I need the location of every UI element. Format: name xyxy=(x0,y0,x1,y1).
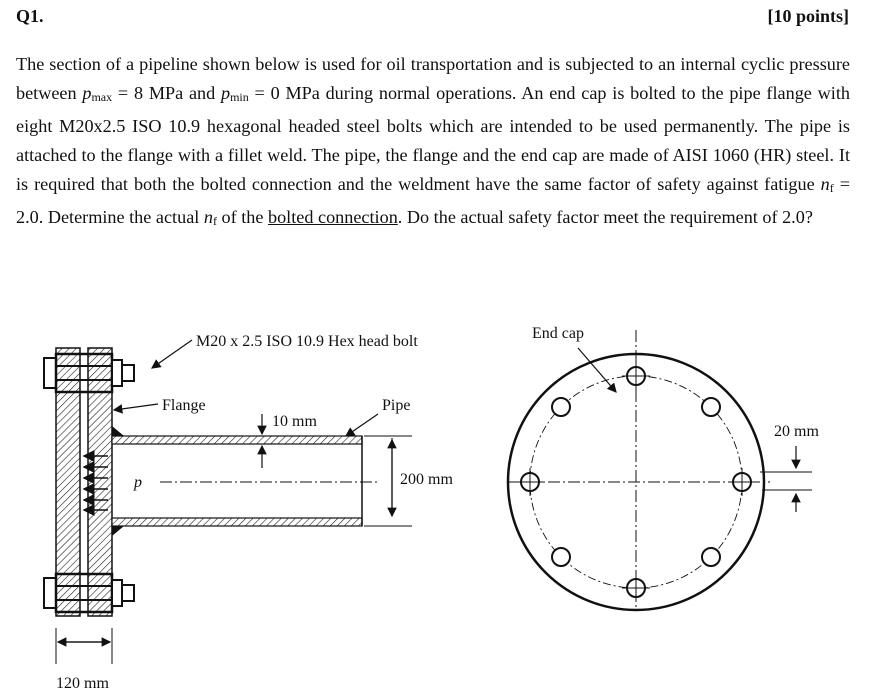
question-number: Q1. xyxy=(16,6,44,26)
pressure-arrows xyxy=(82,450,108,516)
section-view: p M20 x 2.5 ISO 10.9 Hex head bolt Flang… xyxy=(43,333,453,692)
fillet-weld-top xyxy=(112,426,124,436)
nf-subscript: f xyxy=(212,214,217,228)
bolt-hole xyxy=(551,397,571,417)
nf-symbol: n xyxy=(820,174,830,194)
pipe-bottom-wall xyxy=(111,517,363,527)
wall-thickness-label: 10 mm xyxy=(272,413,317,430)
edge-distance-label: 20 mm xyxy=(774,423,819,440)
pmax-subscript: max xyxy=(91,90,113,104)
pipe-top-wall xyxy=(111,435,363,445)
diameter-label: 200 mm xyxy=(400,471,453,488)
fillet-weld-bottom xyxy=(112,526,124,536)
flange-label: Flange xyxy=(162,397,206,414)
flange-plate xyxy=(87,347,113,617)
bolt-bottom xyxy=(43,572,135,614)
problem-text: = 2.0. Determine the actual xyxy=(16,174,850,227)
bolt-hole xyxy=(701,397,721,417)
underlined-phrase: bolted connection xyxy=(267,207,398,227)
pmin-symbol: p xyxy=(221,83,231,103)
pressure-label: p xyxy=(133,474,142,491)
pipe-leader xyxy=(345,413,379,437)
end-cap-plate xyxy=(55,347,81,617)
problem-text: of the xyxy=(216,207,268,227)
bolt-hole xyxy=(701,547,721,567)
pipe-label: Pipe xyxy=(382,397,410,414)
bolt-label: M20 x 2.5 ISO 10.9 Hex head bolt xyxy=(196,333,418,350)
problem-text: The section of a pipeline shown below is… xyxy=(16,54,850,103)
bolt-top xyxy=(43,352,135,394)
nf-symbol: n xyxy=(203,207,213,227)
endcap-view: End cap 20 mm xyxy=(506,325,819,612)
problem-statement: The section of a pipeline shown below is… xyxy=(16,50,850,236)
problem-text: = 8 MPa and xyxy=(112,83,221,103)
problem-text: = 0 MPa during normal operations. An end… xyxy=(16,83,850,194)
endcap-leader xyxy=(577,347,617,393)
bolt-hole xyxy=(551,547,571,567)
question-points: [10 points] xyxy=(767,6,849,26)
endcap-label: End cap xyxy=(532,325,584,342)
problem-text: . Do the actual safety factor meet the r… xyxy=(397,207,813,227)
flange-leader xyxy=(112,403,159,414)
pmin-subscript: min xyxy=(230,90,249,104)
pmax-symbol: p xyxy=(82,83,92,103)
nf-subscript: f xyxy=(829,181,834,195)
bolt-leader xyxy=(151,339,193,369)
width-label: 120 mm xyxy=(56,675,109,692)
